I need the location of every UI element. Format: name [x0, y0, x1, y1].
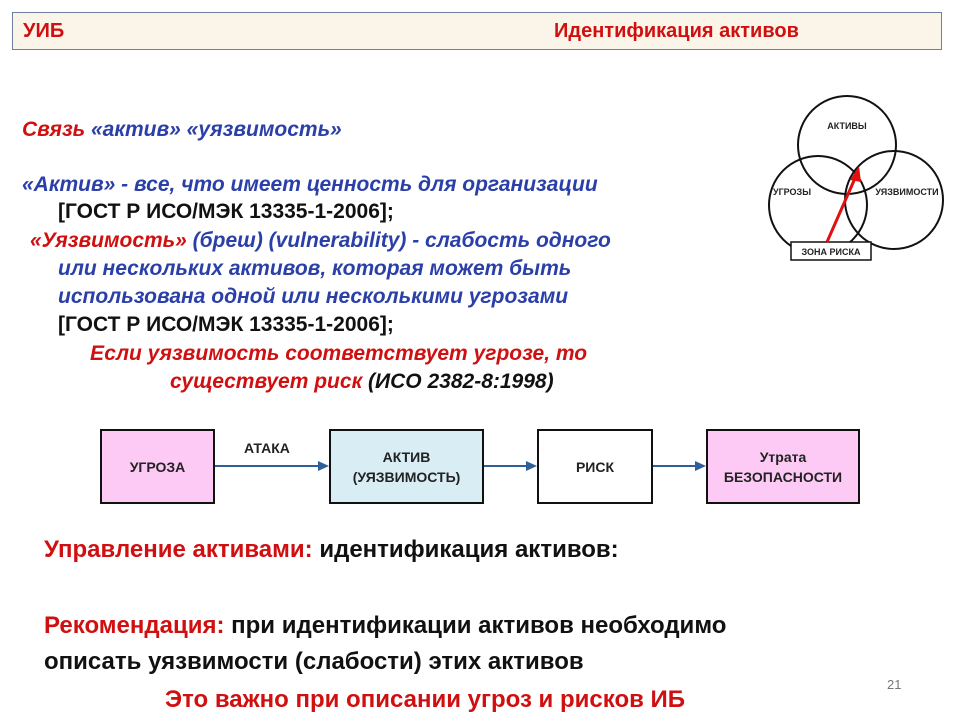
risk-statement-line-2: существует риск (ИСО 2382-8:1998): [170, 370, 554, 393]
arrow-risk-loss-head: [695, 461, 706, 471]
vuln-definition: «Уязвимость» (бреш) (vulnerability) - сл…: [30, 229, 611, 252]
venn-vulnerabilities-label: УЯЗВИМОСТИ: [875, 187, 938, 197]
vuln-reference: [ГОСТ Р ИСО/МЭК 13335-1-2006];: [58, 313, 394, 336]
risk-statement-line-1: Если уязвимость соответствует угрозе, то: [90, 342, 588, 365]
risk-reference: (ИСО 2382-8:1998): [368, 370, 554, 393]
recommendation-line-1: Рекомендация: при идентификации активов …: [44, 612, 727, 639]
importance-note: Это важно при описании угроз и рисков ИБ: [165, 686, 686, 713]
course-abbrev: УИБ: [23, 20, 65, 42]
title-bar: УИБ Идентификация активов: [12, 12, 942, 50]
threat-box: УГРОЗА: [100, 429, 215, 504]
asset-term: «Актив» -: [22, 173, 135, 196]
asset-box: АКТИВ (УЯЗВИМОСТЬ): [329, 429, 484, 504]
vuln-definition-line-3: использована одной или несколькими угроз…: [58, 285, 569, 308]
risk-zone-box: [790, 241, 872, 261]
attack-label: АТАКА: [244, 440, 290, 456]
arrow-asset-risk-head: [526, 461, 537, 471]
venn-assets-label: АКТИВЫ: [827, 121, 867, 131]
asset-definition: «Актив» - все, что имеет ценность для ор…: [22, 173, 598, 196]
risk-zone-arrow: [825, 175, 858, 243]
asset-reference: [ГОСТ Р ИСО/МЭК 13335-1-2006];: [58, 200, 394, 223]
venn-threats-label: УГРОЗЫ: [773, 187, 811, 197]
venn-diagram: АКТИВЫ УГРОЗЫ УЯЗВИМОСТИ ЗОНА РИСКА: [768, 95, 944, 261]
asset-management-line: Управление активами: идентификация актив…: [44, 536, 619, 563]
arrow-attack-head: [318, 461, 329, 471]
risk-box: РИСК: [537, 429, 653, 504]
loss-box: Утрата БЕЗОПАСНОСТИ: [706, 429, 860, 504]
recommendation-line-2: описать уязвимости (слабости) этих актив…: [44, 648, 584, 675]
vuln-term: «Уязвимость»: [30, 229, 187, 252]
slide-title: Идентификация активов: [554, 20, 799, 42]
risk-zone-label: ЗОНА РИСКА: [802, 247, 861, 257]
vuln-definition-line-2: или нескольких активов, которая может бы…: [58, 257, 572, 280]
page-number: 21: [887, 677, 902, 692]
link-title: Связь «актив» «уязвимость»: [22, 118, 342, 141]
risk-zone-arrowhead: [850, 166, 861, 182]
